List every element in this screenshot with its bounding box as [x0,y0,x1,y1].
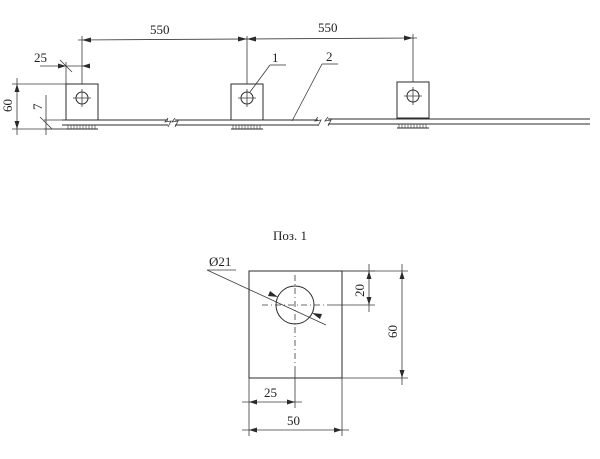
dimension-60-detail: 60 [342,264,408,385]
dim-spacing-2-label: 550 [318,20,338,35]
dim-hole-label: Ø21 [209,254,231,269]
plate-3 [396,81,430,129]
dim-offset-label: 25 [34,50,47,65]
dim-height-label: 60 [0,99,15,112]
dimension-diameter: Ø21 [206,254,327,326]
detail-view: Поз. 1 Ø21 20 [206,228,408,436]
callout-1-label: 1 [272,50,279,65]
rail-strip [62,116,590,128]
callout-2: 2 [291,49,338,122]
dim-center-x-label: 25 [264,385,277,400]
plate-2 [230,83,264,130]
dim-width-label: 50 [287,413,300,428]
dim-hole-offset-label: 20 [352,284,367,297]
detail-title: Поз. 1 [273,228,307,243]
dimension-20: 20 [330,264,375,312]
dim-detail-height-label: 60 [385,325,400,338]
callout-2-label: 2 [326,49,333,64]
dim-spacing-1-label: 550 [150,22,170,37]
plate-1 [65,83,99,130]
callout-1: 1 [249,50,286,93]
detail-plate [248,270,343,379]
dimension-25-top: 25 [34,50,90,84]
dimension-550: 550 550 [77,20,418,84]
dimension-60-top: 60 [0,78,66,135]
dimension-7: 7 [30,95,66,135]
dim-thickness-label: 7 [30,103,45,110]
assembly-view: 550 550 25 60 7 [0,20,590,135]
dimension-25-detail: 25 [242,372,302,436]
dimension-50: 50 [242,378,349,436]
